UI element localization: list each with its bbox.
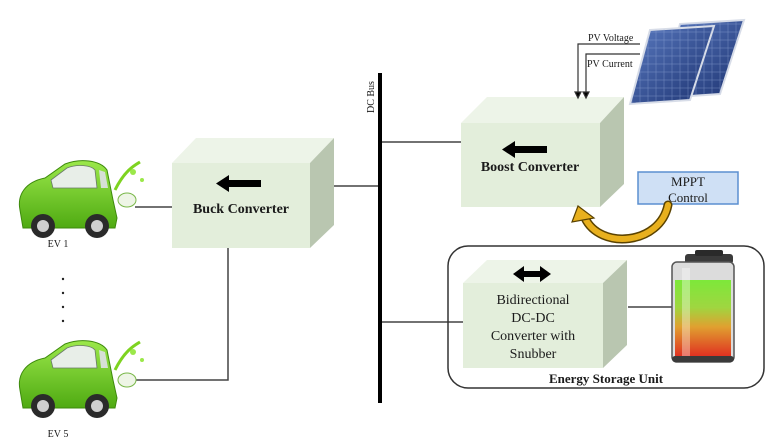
bidir-label-line2: DC-DC <box>511 311 555 326</box>
ev1-label: EV 1 <box>48 239 69 250</box>
bidir-label-line1: Bidirectional <box>496 293 569 308</box>
bidir-label-line3: Converter with <box>491 329 575 344</box>
boost-box-front <box>461 123 600 207</box>
bidir-label-line4: Snubber <box>510 347 557 362</box>
left-arrow-icon <box>216 175 261 192</box>
energy-storage-frame <box>447 245 765 389</box>
double-arrow-icon <box>513 266 551 282</box>
buck-converter-label: Buck Converter <box>193 202 289 217</box>
ev-1[interactable]: EV 1 <box>18 160 144 250</box>
bidir-box-side <box>603 260 627 368</box>
ev-5[interactable]: EV 5 <box>18 340 144 440</box>
connection-lines <box>135 141 672 381</box>
bidirectional-converter-block[interactable]: Bidirectional DC-DC Converter with Snubb… <box>463 260 627 368</box>
electric-car-icon <box>18 340 144 418</box>
energy-storage-unit[interactable]: Energy Storage Unit Bidirectional DC-DC … <box>447 245 765 389</box>
boost-box-side <box>600 97 624 207</box>
pv-signal-lines <box>574 43 640 100</box>
buck-box-front <box>172 163 310 248</box>
mppt-label-line1: MPPT <box>671 174 705 189</box>
left-arrow-icon <box>502 141 547 158</box>
dc-bus-label: DC Bus <box>366 81 377 113</box>
mppt-feedback-arrow-icon <box>571 200 673 244</box>
boost-box-top <box>461 97 624 123</box>
mppt-control-block[interactable]: MPPT Control <box>637 171 739 205</box>
mppt-label-line2: Control <box>668 190 708 205</box>
battery-icon <box>671 250 735 363</box>
buck-box-top <box>172 138 334 163</box>
pv-voltage-label: PV Voltage <box>588 33 634 44</box>
solar-panel-icon <box>628 18 746 106</box>
energy-storage-label: Energy Storage Unit <box>549 371 664 386</box>
bidir-box-front <box>463 283 603 368</box>
electric-car-icon <box>18 160 144 238</box>
mppt-box <box>637 171 739 205</box>
pv-current-label: PV Current <box>587 59 633 70</box>
ev5-to-buck-line <box>135 248 229 381</box>
boost-converter-block[interactable]: Boost Converter <box>461 97 624 207</box>
boost-converter-label: Boost Converter <box>481 160 579 175</box>
ev5-label: EV 5 <box>48 429 69 440</box>
buck-box-side <box>310 138 334 248</box>
ellipsis-dots <box>61 277 65 323</box>
buck-converter-block[interactable]: Buck Converter <box>172 138 334 248</box>
